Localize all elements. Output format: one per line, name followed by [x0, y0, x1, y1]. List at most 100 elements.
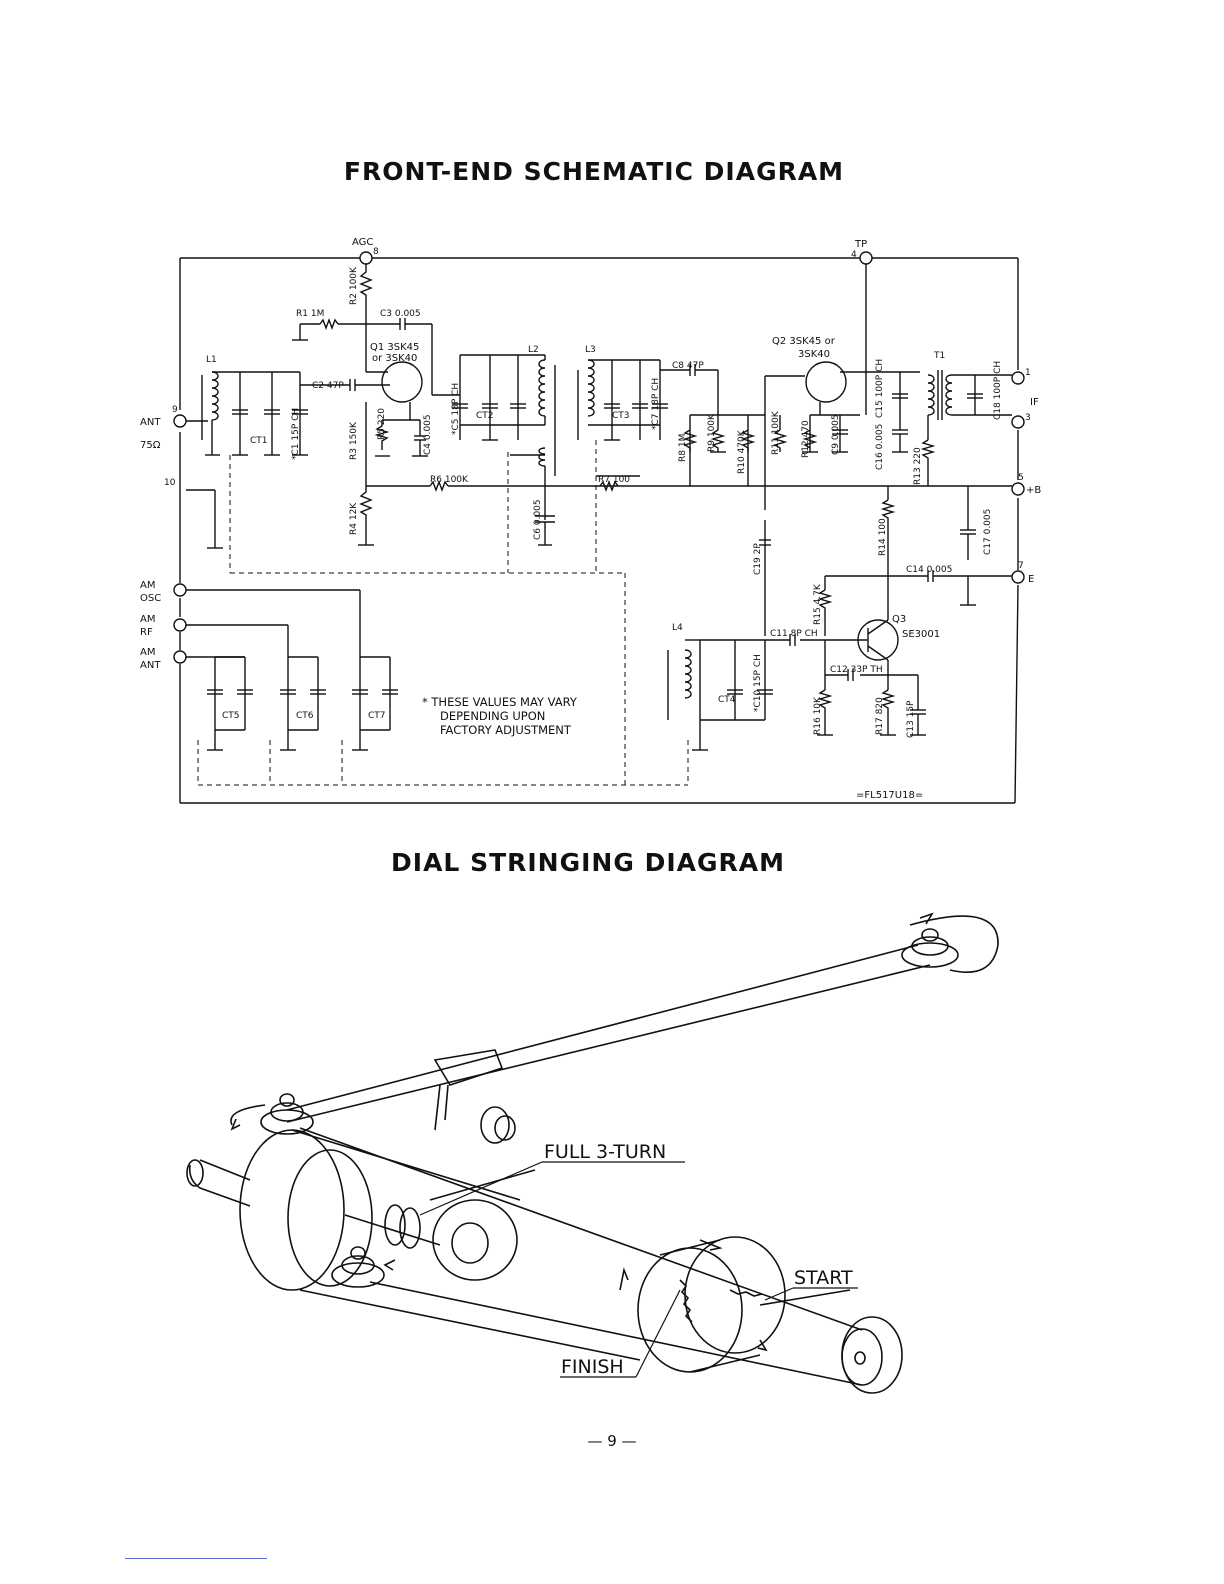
tp-label: TP — [854, 239, 867, 250]
r3-label: R3 150K — [349, 421, 359, 460]
l4-tank — [667, 639, 773, 751]
r2-label: R2 100K — [349, 266, 359, 305]
l1-label: L1 — [206, 355, 217, 365]
dial-drum — [637, 1236, 786, 1373]
q2-label-b: 3SK40 — [798, 349, 830, 360]
schematic-labels: AGC 8 TP 4 ANT 75Ω 9 10 AM OSC AM RF AM … — [140, 237, 1041, 801]
l2-label: L2 — [528, 345, 539, 355]
am-rf-label-1: AM — [140, 614, 155, 625]
am-ant-label-1: AM — [140, 647, 155, 658]
r8-label: R8 1M — [678, 434, 688, 462]
r17-label: R17 820 — [875, 697, 885, 735]
c12-label: C12 33P TH — [830, 665, 883, 675]
q1-stage — [292, 264, 1012, 546]
dial-cord — [286, 944, 931, 1386]
agc-label: AGC — [352, 237, 373, 248]
r11-label: R11 100K — [771, 410, 781, 455]
full-3-turn-label: FULL 3-TURN — [544, 1141, 666, 1163]
c4-label: C4 0.005 — [423, 414, 433, 455]
c14-label: C14 0.005 — [906, 565, 952, 575]
note-line-1: * THESE VALUES MAY VARY — [422, 695, 578, 709]
c19-label: C19 2P — [753, 543, 763, 575]
tp-number: 4 — [851, 250, 857, 260]
pulley-bottom-left — [331, 1246, 385, 1288]
pulley-top-right — [901, 915, 999, 974]
schematic-code: =FL517U18= — [856, 790, 923, 801]
pulley-idler — [480, 1106, 516, 1144]
note-line-3: FACTORY ADJUSTMENT — [440, 723, 572, 737]
pulley-right — [841, 1316, 903, 1394]
t1-label: T1 — [933, 351, 945, 361]
c5-label: *C5 18P CH — [451, 383, 461, 435]
c7-label: *C7 18P CH — [651, 378, 661, 430]
tuning-shaft — [186, 1159, 251, 1207]
schematic-frame — [179, 257, 1019, 804]
schematic-title: FRONT-END SCHEMATIC DIAGRAM — [343, 157, 845, 186]
if-number-3: 3 — [1025, 413, 1031, 423]
am-osc-label-1: AM — [140, 580, 155, 591]
start-label: START — [794, 1267, 853, 1289]
ct5-label: CT5 — [222, 711, 240, 721]
c2-label: C2 47P — [312, 381, 344, 391]
q2-label-a: Q2 3SK45 or — [772, 336, 836, 347]
q3-label-a: Q3 — [892, 614, 906, 625]
note-line-2: DEPENDING UPON — [440, 709, 545, 723]
b-number: 5 — [1018, 473, 1024, 483]
r1-label: R1 1M — [296, 309, 324, 319]
c6-label: C6 0.005 — [533, 499, 543, 540]
l3-tank — [577, 359, 765, 492]
e-number: 7 — [1018, 561, 1024, 571]
ct3-label: CT3 — [612, 411, 630, 421]
r15-label: R15 4.7K — [813, 583, 823, 625]
c9-label: C9 0.005 — [831, 414, 841, 455]
c3-label: C3 0.005 — [380, 309, 421, 319]
c10-label: *C10 15P CH — [753, 654, 763, 712]
if-label: IF — [1030, 397, 1039, 408]
r9-label: R9 100K — [707, 413, 717, 452]
c16-label: C16 0.005 — [875, 424, 885, 470]
l3-label: L3 — [585, 345, 596, 355]
r7-label: R7 100 — [598, 475, 630, 485]
ct6-label: CT6 — [296, 711, 314, 721]
am-osc-label-2: OSC — [140, 593, 161, 604]
q3-label-b: SE3001 — [902, 629, 940, 640]
ant-label: ANT — [140, 417, 161, 428]
l1-tank — [186, 371, 320, 456]
finish-label: FINISH — [561, 1356, 624, 1378]
agc-number: 8 — [373, 247, 379, 257]
terminal-10: 10 — [164, 478, 176, 488]
c13-label: C13 15P — [906, 700, 916, 738]
r12-label: R12 470 — [801, 420, 811, 458]
r10-label: R10 470K — [737, 429, 747, 474]
dial-title: DIAL STRINGING DIAGRAM — [391, 848, 785, 877]
footer-rule — [125, 1558, 267, 1559]
q1-label-a: Q1 3SK45 — [370, 342, 419, 353]
am-ant-label-2: ANT — [140, 660, 161, 671]
ct1-label: CT1 — [250, 436, 268, 446]
ct2-label: CT2 — [476, 411, 494, 421]
b-label: +B — [1026, 485, 1041, 496]
c18-label: C18 100P CH — [993, 361, 1003, 420]
ant-impedance: 75Ω — [140, 440, 161, 451]
l4-label: L4 — [672, 623, 683, 633]
page-number: — 9 — — [587, 1432, 637, 1450]
e-label: E — [1028, 574, 1034, 585]
r13-label: R13 220 — [913, 447, 923, 485]
cord-arrows — [230, 912, 934, 1352]
ct7-label: CT7 — [368, 711, 386, 721]
r4-label: R4 12K — [349, 502, 359, 535]
am-trimmers — [186, 489, 398, 751]
r16-label: R16 10K — [813, 696, 823, 735]
ct4-label: CT4 — [718, 695, 736, 705]
c1-label: *C1 15P CH — [291, 408, 301, 460]
if-number-1: 1 — [1025, 368, 1031, 378]
q3-stage — [700, 486, 1012, 736]
label-leaders — [419, 1161, 858, 1378]
terminals — [173, 251, 1025, 664]
c11-label: C11 8P CH — [770, 629, 818, 639]
r6-label: R6 100K — [430, 475, 469, 485]
ant-number: 9 — [172, 405, 178, 415]
tuning-linkage — [197, 440, 689, 786]
